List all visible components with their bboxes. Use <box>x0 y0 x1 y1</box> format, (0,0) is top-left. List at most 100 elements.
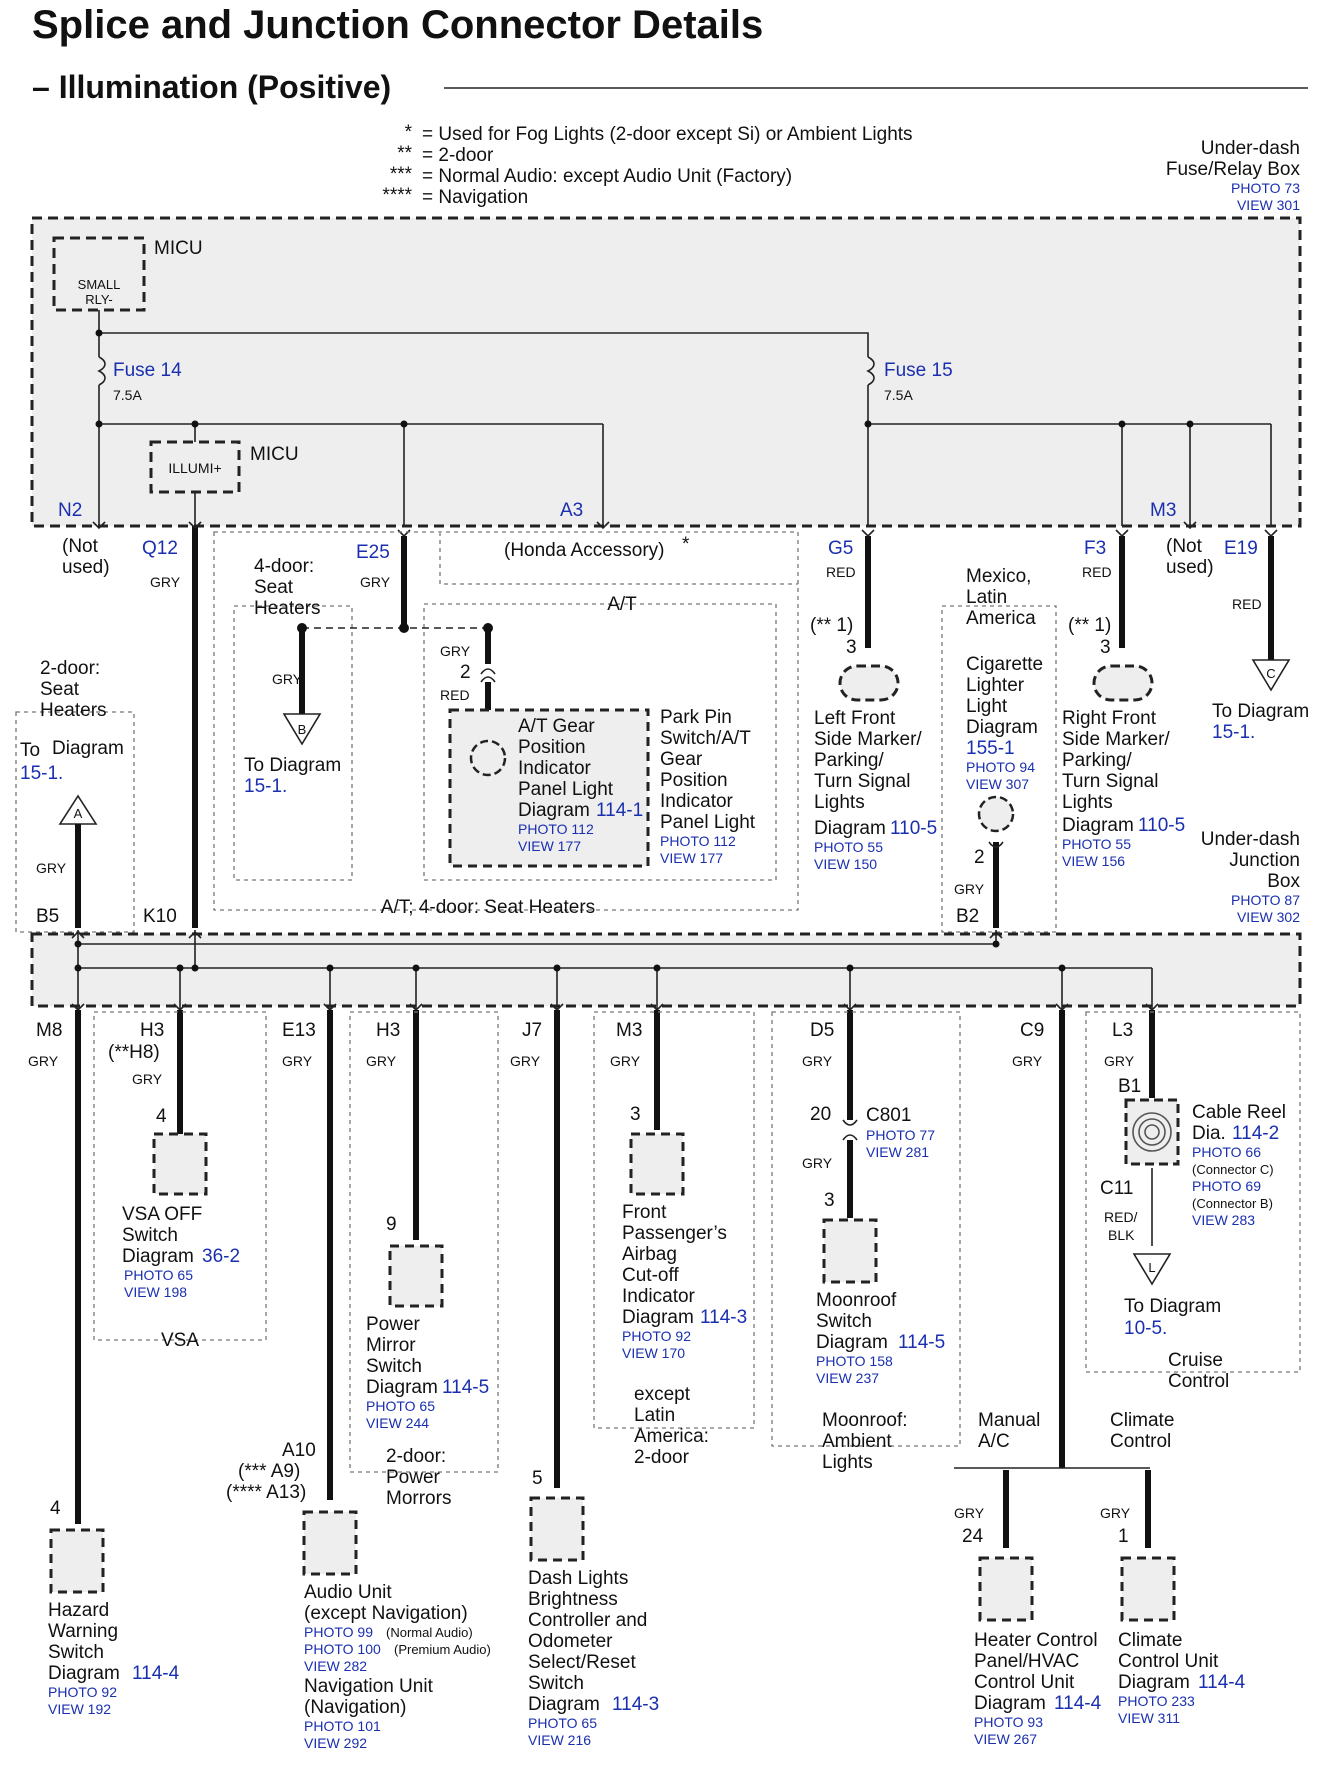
svg-text:Panel Light: Panel Light <box>518 779 614 800</box>
svg-text:Manual: Manual <box>978 1410 1040 1431</box>
svg-text:VSA OFF: VSA OFF <box>122 1204 202 1225</box>
svg-text:VIEW 237: VIEW 237 <box>816 1370 879 1386</box>
link-114-4-heater[interactable]: 114-4 <box>1054 1693 1102 1714</box>
svg-text:GRY: GRY <box>272 671 303 687</box>
group-vsa <box>93 1011 267 1341</box>
moonroof-switch[interactable] <box>822 1218 878 1284</box>
svg-text:PHOTO 101: PHOTO 101 <box>304 1718 381 1734</box>
climate-control-unit[interactable] <box>1120 1556 1176 1622</box>
svg-text:Switch/A/T: Switch/A/T <box>660 728 751 749</box>
audio-navigation-unit[interactable] <box>302 1510 358 1576</box>
svg-text:Switch: Switch <box>528 1673 584 1694</box>
svg-text:Parking/: Parking/ <box>814 750 884 771</box>
svg-text:PHOTO 87: PHOTO 87 <box>1231 892 1300 908</box>
link-36-2[interactable]: 36-2 <box>202 1246 240 1267</box>
heater-control-panel[interactable] <box>978 1556 1034 1622</box>
svg-text:PHOTO 92: PHOTO 92 <box>48 1684 117 1700</box>
svg-text:PHOTO 66: PHOTO 66 <box>1192 1144 1261 1160</box>
svg-text:15-1.: 15-1. <box>1212 722 1255 743</box>
svg-text:3: 3 <box>846 637 857 658</box>
svg-text:7.5A: 7.5A <box>884 387 913 403</box>
fuse-relay-box <box>30 216 1302 528</box>
svg-text:ILLUMI+: ILLUMI+ <box>168 460 221 476</box>
svg-text:H3: H3 <box>376 1020 400 1041</box>
svg-text:PHOTO 69: PHOTO 69 <box>1192 1178 1261 1194</box>
cable-reel[interactable] <box>1124 1098 1180 1166</box>
link-114-4-climate[interactable]: 114-4 <box>1198 1672 1246 1693</box>
dash-lights-label: Dash Lights Brightness Controller and Od… <box>528 1568 659 1748</box>
link-114-1[interactable]: 114-1 <box>596 800 643 821</box>
svg-text:Moonroof:: Moonroof: <box>822 1410 908 1431</box>
link-114-3-airbag[interactable]: 114-3 <box>700 1307 747 1328</box>
hazard-warning-switch[interactable] <box>49 1528 105 1594</box>
svg-text:**: ** <box>397 143 412 164</box>
svg-text:Left Front: Left Front <box>814 708 896 729</box>
svg-text:Dash Lights: Dash Lights <box>528 1568 628 1589</box>
power-mirror-switch[interactable] <box>388 1244 444 1308</box>
svg-text:Diagram: Diagram <box>622 1307 694 1328</box>
cigarette-lighter-light[interactable] <box>977 795 1015 833</box>
svg-text:(Connector C): (Connector C) <box>1192 1162 1274 1177</box>
link-114-2[interactable]: 114-2 <box>1232 1123 1279 1144</box>
svg-text:*: * <box>682 534 690 555</box>
vsa-off-switch[interactable] <box>152 1132 208 1196</box>
svg-text:Switch: Switch <box>816 1311 872 1332</box>
svg-text:Controller and: Controller and <box>528 1610 647 1631</box>
svg-text:PHOTO 73: PHOTO 73 <box>1231 180 1300 196</box>
svg-text:VIEW 177: VIEW 177 <box>518 838 581 854</box>
svg-text:Moonroof: Moonroof <box>816 1290 897 1311</box>
svg-text:GRY: GRY <box>360 574 391 590</box>
group-at-seat-heaters <box>213 531 799 911</box>
link-110-5-left[interactable]: 110-5 <box>890 818 937 839</box>
top-pin-labels: N2 A3 M3 Q12 E25 G5 F3 E19 (Not used) (N… <box>58 500 1258 578</box>
svg-text:(**** A13): (**** A13) <box>226 1482 306 1503</box>
link-155-1[interactable]: 155-1 <box>966 738 1015 759</box>
svg-text:Position: Position <box>660 770 728 791</box>
svg-text:H3: H3 <box>140 1020 164 1041</box>
svg-text:Seat: Seat <box>254 577 294 598</box>
bottom-pin-labels: M8 H3 (**H8) E13 H3 J7 M3 D5 C9 L3 <box>36 1020 1133 1063</box>
left-front-side-marker[interactable] <box>838 664 900 702</box>
svg-text:Lighter: Lighter <box>966 675 1025 696</box>
svg-text:A: A <box>74 806 83 821</box>
svg-text:L: L <box>1148 1260 1155 1275</box>
svg-text:GRY: GRY <box>132 1071 163 1087</box>
fuse-box-wiring <box>95 310 1272 526</box>
svg-text:PHOTO 77: PHOTO 77 <box>866 1127 935 1143</box>
svg-text:Under-dash: Under-dash <box>1201 829 1300 850</box>
svg-text:15-1.: 15-1. <box>20 763 63 784</box>
svg-text:Side Marker/: Side Marker/ <box>1062 729 1170 750</box>
svg-text:VIEW 311: VIEW 311 <box>1118 1710 1180 1726</box>
svg-text:Hazard: Hazard <box>48 1600 109 1621</box>
svg-text:Airbag: Airbag <box>622 1244 677 1265</box>
left-front-label: Left Front Side Marker/ Parking/ Turn Si… <box>814 708 937 872</box>
svg-text:C9: C9 <box>1020 1020 1044 1041</box>
svg-text:1: 1 <box>1118 1526 1129 1547</box>
svg-text:used): used) <box>1166 557 1214 578</box>
svg-text:GRY: GRY <box>510 1053 541 1069</box>
svg-text:2-door: 2-door <box>634 1447 690 1468</box>
link-114-5-mirror[interactable]: 114-5 <box>442 1377 489 1398</box>
svg-text:Heaters: Heaters <box>40 700 107 721</box>
passenger-airbag-cutoff-indicator[interactable] <box>629 1132 685 1196</box>
link-114-5-moonroof[interactable]: 114-5 <box>898 1332 945 1353</box>
svg-text:(**H8): (**H8) <box>108 1042 160 1063</box>
dash-lights-brightness-controller[interactable] <box>529 1496 585 1562</box>
link-110-5-right[interactable]: 110-5 <box>1138 815 1185 836</box>
svg-text:Diagram: Diagram <box>122 1246 194 1267</box>
at-gear-indicator-panel-light[interactable] <box>448 708 650 868</box>
svg-text:A/T: A/T <box>607 594 637 615</box>
svg-text:PHOTO 99: PHOTO 99 <box>304 1624 373 1640</box>
fuse-15-label: Fuse 15 <box>884 360 953 381</box>
svg-text:VIEW 282: VIEW 282 <box>304 1658 367 1674</box>
vsa-label: VSA OFF Switch Diagram 36-2 PHOTO 65 VIE… <box>122 1204 240 1300</box>
page-subtitle: – Illumination (Positive) <box>32 69 391 105</box>
link-114-3-dash[interactable]: 114-3 <box>612 1694 659 1715</box>
svg-text:B1: B1 <box>1118 1076 1141 1097</box>
svg-text:= Used for Fog Lights (2-door: = Used for Fog Lights (2-door except Si)… <box>422 124 913 145</box>
right-front-side-marker[interactable] <box>1092 664 1154 702</box>
link-114-4-hazard[interactable]: 114-4 <box>132 1663 180 1684</box>
svg-text:Park Pin: Park Pin <box>660 707 732 728</box>
group-mexico-latin-america <box>941 605 1057 933</box>
moonroof-label: Moonroof Switch Diagram 114-5 PHOTO 158 … <box>816 1290 945 1386</box>
